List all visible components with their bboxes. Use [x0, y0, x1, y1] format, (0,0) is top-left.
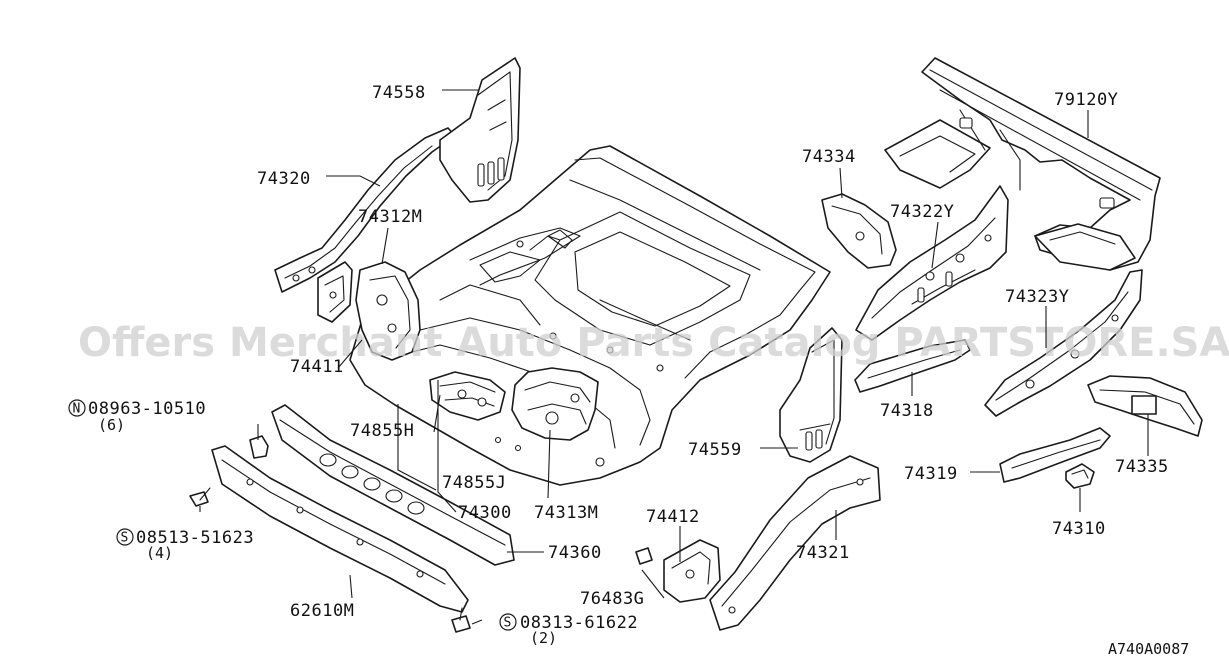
watermark: Offers Merchant Auto Parts Catalog PARTS…: [78, 320, 1229, 366]
rear-pillar-extension-right[interactable]: [779, 327, 843, 463]
prefix-circle-s-a: [116, 528, 134, 546]
rear-floor-rail-bracket[interactable]: [999, 427, 1111, 483]
rear-bumper-retainer[interactable]: [211, 445, 469, 613]
label-74855h[interactable]: 74855H: [350, 421, 414, 441]
rear-wheel-arch-outer-right[interactable]: [709, 455, 881, 631]
nut-fastener[interactable]: [249, 435, 269, 459]
fastener-label-nut[interactable]: N 08963-10510 (6): [68, 399, 206, 434]
rear-side-rail-right[interactable]: [984, 269, 1143, 417]
label-74559[interactable]: 74559: [688, 440, 742, 460]
rear-floor-pan[interactable]: [349, 145, 831, 486]
rear-pillar-extension-left[interactable]: [439, 57, 521, 203]
rear-wheelhouse-inner-left[interactable]: [355, 261, 421, 361]
prefix-letter-s-a: S: [121, 531, 129, 546]
fastener-label-screw-b[interactable]: S 08313-61622 (2): [499, 613, 638, 647]
screw-fastener-left[interactable]: [189, 487, 211, 507]
rear-floor-bracket[interactable]: [663, 539, 721, 603]
label-76483g[interactable]: 76483G: [580, 589, 644, 609]
fastener-qty-screw-b: (2): [530, 629, 557, 647]
fastener-qty-screw-a: (4): [146, 544, 173, 562]
prefix-circle-s-b: [499, 613, 517, 631]
clip-fastener[interactable]: [635, 547, 653, 565]
floor-clip[interactable]: [1065, 463, 1095, 489]
label-74411[interactable]: 74411: [290, 357, 344, 377]
label-74321[interactable]: 74321: [796, 543, 850, 563]
fastener-number-nut: 08963-10510: [88, 399, 206, 419]
label-79120y[interactable]: 79120Y: [1054, 90, 1118, 110]
rear-panel-upper[interactable]: [884, 57, 1161, 271]
screw-fastener-bottom[interactable]: [451, 607, 471, 633]
rear-panel-reinforcement[interactable]: [271, 404, 515, 566]
floor-side-bracket[interactable]: [854, 339, 971, 393]
fastener-number-screw-b: 08313-61622: [520, 613, 638, 633]
fastener-qty-nut: (6): [98, 416, 125, 434]
floor-cross-member[interactable]: [511, 367, 599, 441]
rear-wheelhouse-inner-right[interactable]: [855, 185, 1009, 341]
label-74558[interactable]: 74558: [372, 83, 426, 103]
label-74855j[interactable]: 74855J: [442, 473, 506, 493]
label-74310[interactable]: 74310: [1052, 519, 1106, 539]
rear-side-member-extension[interactable]: [429, 371, 506, 421]
label-74323y[interactable]: 74323Y: [1005, 287, 1069, 307]
label-74360[interactable]: 74360: [548, 543, 602, 563]
leader-lines: [199, 89, 1149, 625]
label-74312m[interactable]: 74312M: [358, 207, 422, 227]
label-74318[interactable]: 74318: [880, 401, 934, 421]
fastener-label-screw-a[interactable]: S 08513-51623 (4): [116, 528, 254, 562]
label-74322y[interactable]: 74322Y: [890, 202, 954, 222]
label-74319[interactable]: 74319: [904, 464, 958, 484]
label-62610m[interactable]: 62610M: [290, 601, 354, 621]
label-74313m[interactable]: 74313M: [534, 503, 598, 523]
rear-extension-right[interactable]: [1087, 375, 1203, 437]
label-74300[interactable]: 74300: [458, 503, 512, 523]
label-74335[interactable]: 74335: [1115, 457, 1169, 477]
rear-gusset-right[interactable]: [821, 193, 897, 269]
rear-panel-bracket-left[interactable]: [317, 261, 353, 323]
label-74320[interactable]: 74320: [257, 169, 311, 189]
diagram-ref-code: A740A0087: [1108, 640, 1189, 658]
prefix-circle-n: [68, 399, 86, 417]
label-74334[interactable]: 74334: [802, 147, 856, 167]
prefix-letter-s-b: S: [504, 616, 512, 631]
prefix-letter-n: N: [73, 402, 81, 417]
label-74412[interactable]: 74412: [646, 507, 700, 527]
fastener-number-screw-a: 08513-51623: [136, 528, 254, 548]
